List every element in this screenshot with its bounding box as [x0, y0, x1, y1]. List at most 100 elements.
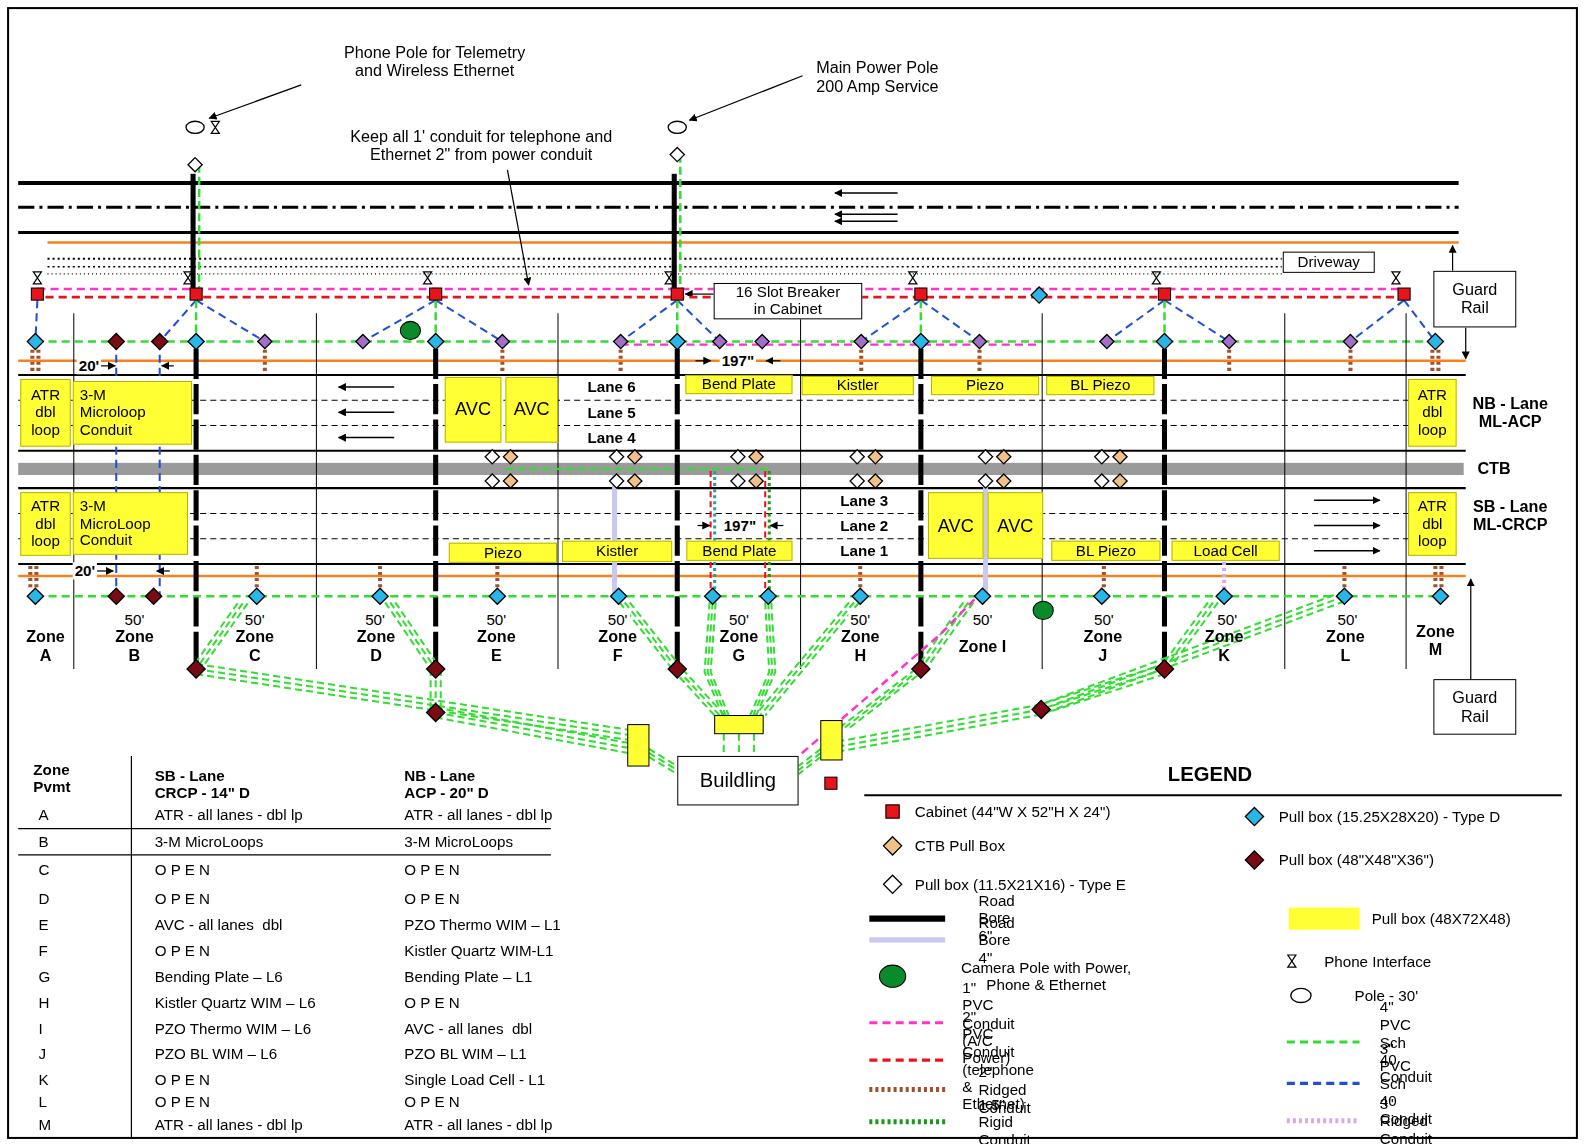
camera-pole — [400, 321, 420, 339]
dimension-arrow — [770, 525, 783, 526]
node-text: AVC — [997, 515, 1033, 535]
legend-text: 1.5" Rigid Conduit — [978, 1096, 983, 1144]
dimension-label: 20' — [77, 357, 102, 374]
ctb-pull-box — [868, 450, 882, 464]
zone-label: Zone E — [472, 628, 521, 665]
dimension-label: 50' — [1336, 611, 1360, 628]
pvc-4in-conduit — [679, 155, 682, 294]
pvc-4in-conduit — [1159, 602, 1208, 669]
table-rule — [18, 828, 551, 829]
lane-divider — [18, 425, 1408, 426]
callout-leader — [209, 85, 301, 118]
ctb-pull-box-type-e — [978, 474, 992, 488]
zone-label: Zone M — [1411, 623, 1460, 660]
legend-rule — [864, 794, 1561, 796]
pvc-4in-conduit — [847, 669, 926, 730]
pull-box-type-e — [1100, 335, 1114, 349]
table-cell: O P E N — [404, 860, 459, 877]
highway-center-line — [18, 206, 1458, 209]
rigid-2in-conduit — [255, 566, 259, 590]
legend-text: 2" PVC Conduit (telephone & Ethernet) — [962, 1008, 965, 1113]
pvc-2in-telephone-conduit — [764, 471, 766, 594]
rigid-2in-conduit — [378, 566, 382, 590]
lane-label: Lane 4 — [588, 429, 636, 446]
road-bore-6in — [1162, 349, 1167, 669]
pvc-4in-conduit — [842, 669, 921, 730]
legend-swatch — [885, 804, 899, 818]
table-header: SB - Lane CRCP - 14" D — [155, 767, 256, 802]
sensor-pull-box: BL Piezo — [1046, 376, 1154, 395]
pull-box-type-d — [1094, 588, 1110, 604]
pvc-4in-conduit — [630, 602, 683, 669]
ctb-pull-box — [503, 474, 517, 488]
phone-interface-symbol — [424, 272, 432, 284]
node-text: BL Piezo — [1070, 377, 1130, 394]
table-cell: D — [38, 890, 49, 907]
road-bore-6in — [918, 349, 923, 669]
phone-interface-symbol — [184, 272, 192, 284]
pull-box-type-d — [372, 588, 388, 604]
table-cell: L — [38, 1093, 46, 1110]
pull-box-large — [1155, 660, 1173, 678]
node-text: Kistler — [596, 543, 638, 560]
dimension-arrow — [697, 525, 709, 526]
cabinet — [825, 777, 837, 789]
callout-box: Guard Rail — [1433, 271, 1516, 328]
ctb-pull-box-type-e — [610, 474, 624, 488]
pvc-4in-conduit — [1041, 596, 1344, 709]
legend-line-sample — [869, 916, 945, 922]
pull-box-48x72x48 — [715, 716, 764, 734]
dimension-arrow — [101, 365, 115, 366]
lane-label: Lane 3 — [840, 492, 888, 509]
table-cell: 3-M MicroLoops — [404, 833, 513, 850]
cabinet — [1398, 288, 1410, 300]
node-text: Kistler — [837, 377, 879, 394]
callout-leader — [689, 76, 802, 120]
sensor-pull-box: Kistler — [802, 376, 914, 395]
pvc-3in-conduit — [621, 300, 678, 341]
pvc-3in-conduit — [436, 300, 503, 341]
traffic-direction-arrow — [1314, 525, 1380, 527]
cabinet — [671, 288, 683, 300]
pull-box-type-d — [1432, 588, 1448, 604]
table-cell: K — [38, 1071, 48, 1088]
zone-label: Zone B — [110, 628, 159, 665]
zone-label: Zone L — [1321, 628, 1370, 665]
legend-line-sample — [869, 1087, 945, 1092]
zone-divider — [800, 313, 801, 669]
sensor-pull-box: 3-M MicroLoop Conduit — [73, 492, 188, 555]
pvc-4in-conduit — [390, 602, 435, 669]
pull-box-type-e — [1343, 335, 1357, 349]
lane-edge-line — [18, 487, 1466, 489]
legend-pull-box-symbol — [883, 875, 901, 893]
dimension-arrow — [162, 365, 174, 366]
concrete-traffic-barrier — [18, 463, 1464, 475]
cabinet — [31, 288, 43, 300]
cabinet — [915, 288, 927, 300]
table-cell: ATR - all lanes - dbl lp — [155, 1116, 303, 1133]
callout-leader — [1452, 246, 1453, 271]
node-text: Guard Rail — [1444, 281, 1505, 317]
zone-label: Zone J — [1079, 628, 1128, 665]
pvc-4in-conduit — [191, 603, 237, 669]
node-text: Driveway — [1298, 254, 1360, 271]
dimension-label: 50' — [971, 611, 995, 628]
ctb-pull-box-type-e — [1095, 450, 1109, 464]
legend-text: Phone Interface — [1324, 952, 1431, 969]
pull-box-type-d — [611, 588, 627, 604]
pvc-4in-conduit — [926, 602, 974, 669]
sensor-pull-box: ATR dbl loop — [1408, 492, 1457, 556]
node-text: Bend Plate — [702, 376, 776, 393]
lane-divider — [18, 400, 1408, 401]
pull-box-type-d — [27, 333, 43, 349]
driveway-edge — [48, 273, 1282, 274]
pvc-4in-conduit — [750, 602, 769, 715]
pull-box-type-d — [249, 588, 265, 604]
pvc-3in-conduit — [159, 342, 161, 597]
sensor-pull-box: Kistler — [562, 541, 672, 562]
pvc-4in-conduit — [799, 757, 821, 774]
pvc-4in-conduit — [436, 712, 628, 747]
pull-box-type-d — [489, 588, 505, 604]
rigid-2in-conduit — [858, 566, 862, 590]
pvc-4in-conduit — [753, 734, 755, 756]
